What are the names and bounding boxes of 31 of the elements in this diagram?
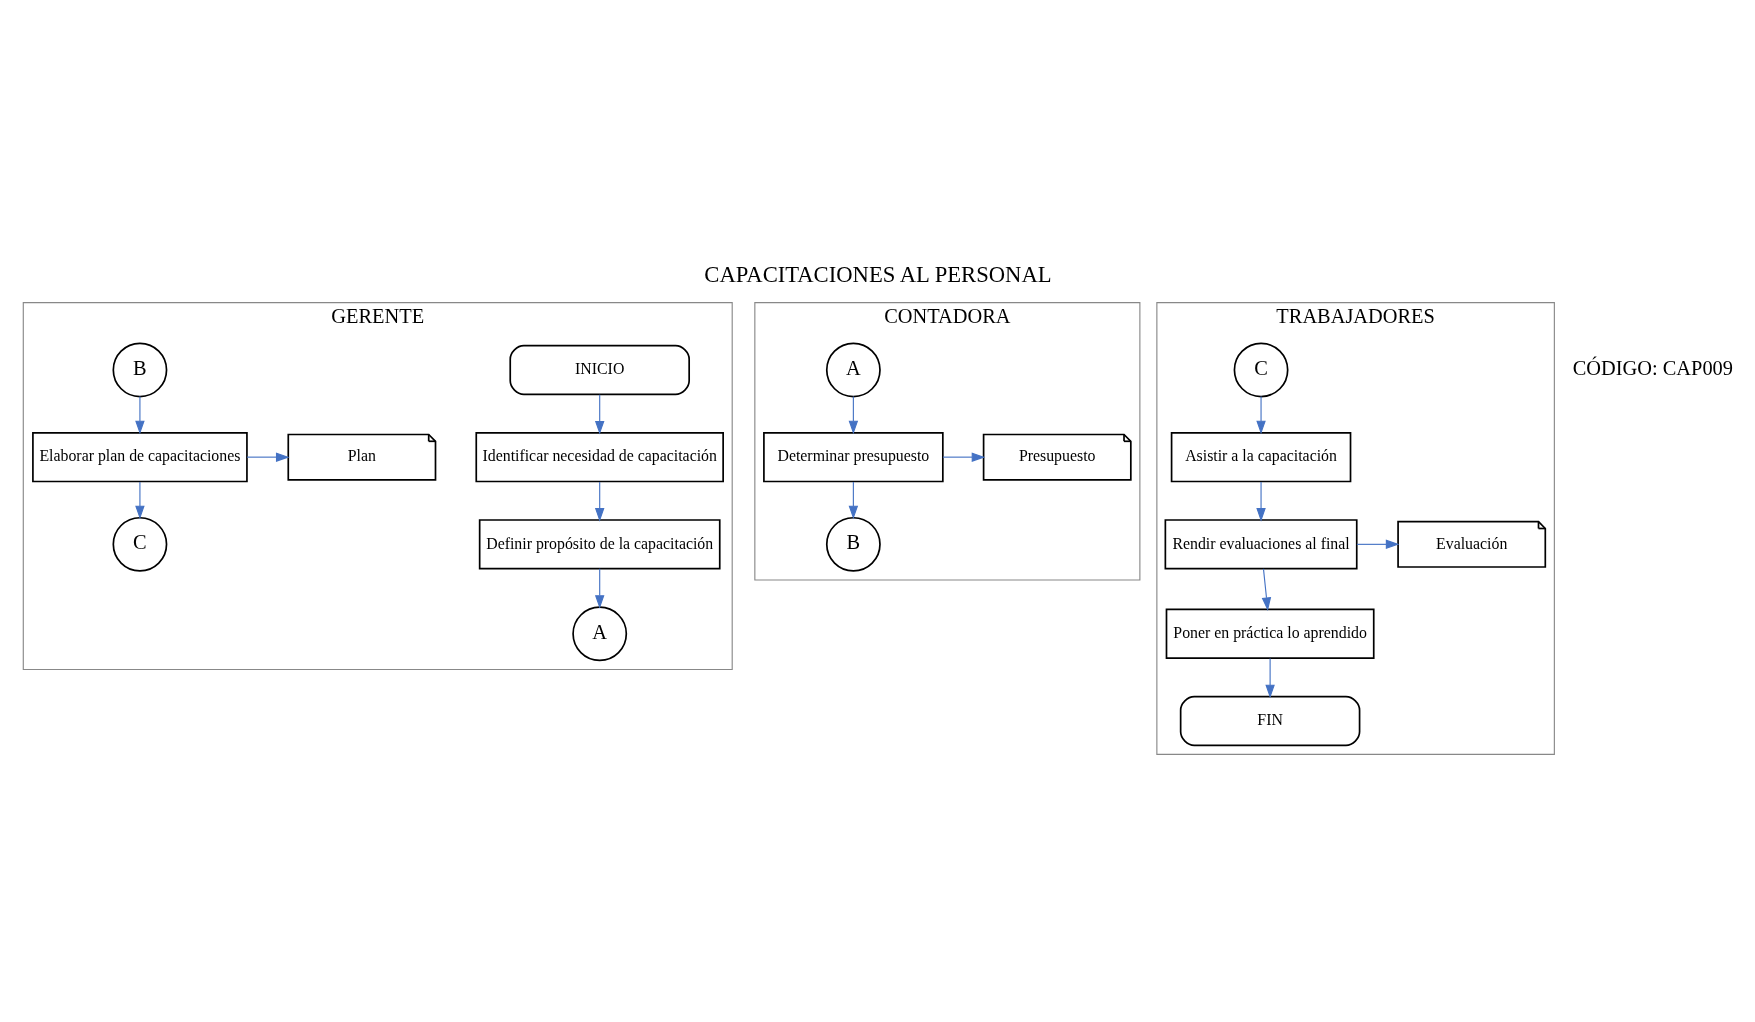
- node-box: Determinar presupuesto: [762, 431, 944, 482]
- node-box: Elaborar plan de capacitaciones: [31, 431, 248, 482]
- node-box: FIN: [1179, 695, 1360, 746]
- node-box: Definir propósito de la capacitación: [478, 518, 721, 570]
- node-box: Identificar necesidad de capacitación: [474, 431, 724, 482]
- arrow: [594, 480, 604, 522]
- arrow: [134, 395, 145, 434]
- node-circle: A: [825, 341, 881, 397]
- label: CÓDIGO: CAP009: [1572, 356, 1733, 379]
- node-box: INICIO: [508, 344, 690, 395]
- node-circle: C: [1233, 341, 1288, 397]
- arrow: [1255, 395, 1266, 434]
- arrow: [594, 567, 604, 609]
- arrow: [1355, 539, 1399, 549]
- arrow: [134, 480, 145, 519]
- arrow: [245, 451, 290, 462]
- node-box: Poner en práctica lo aprendido: [1165, 608, 1375, 659]
- arrow: [1261, 567, 1271, 611]
- node-box: Asistir a la capacitación: [1170, 431, 1351, 482]
- arrow: [848, 395, 858, 434]
- node-circle: B: [825, 516, 881, 572]
- arrow: [594, 393, 604, 434]
- node-box: Rendir evaluaciones al final: [1164, 518, 1358, 570]
- node-circle: C: [111, 516, 167, 572]
- node-circle: A: [571, 605, 627, 661]
- diagram-title: CAPACITACIONES AL PERSONAL: [703, 261, 1052, 287]
- arrow: [1255, 480, 1266, 522]
- arrow: [848, 480, 858, 519]
- node-circle: B: [111, 341, 167, 397]
- arrow: [941, 451, 985, 462]
- arrow: [1264, 657, 1275, 698]
